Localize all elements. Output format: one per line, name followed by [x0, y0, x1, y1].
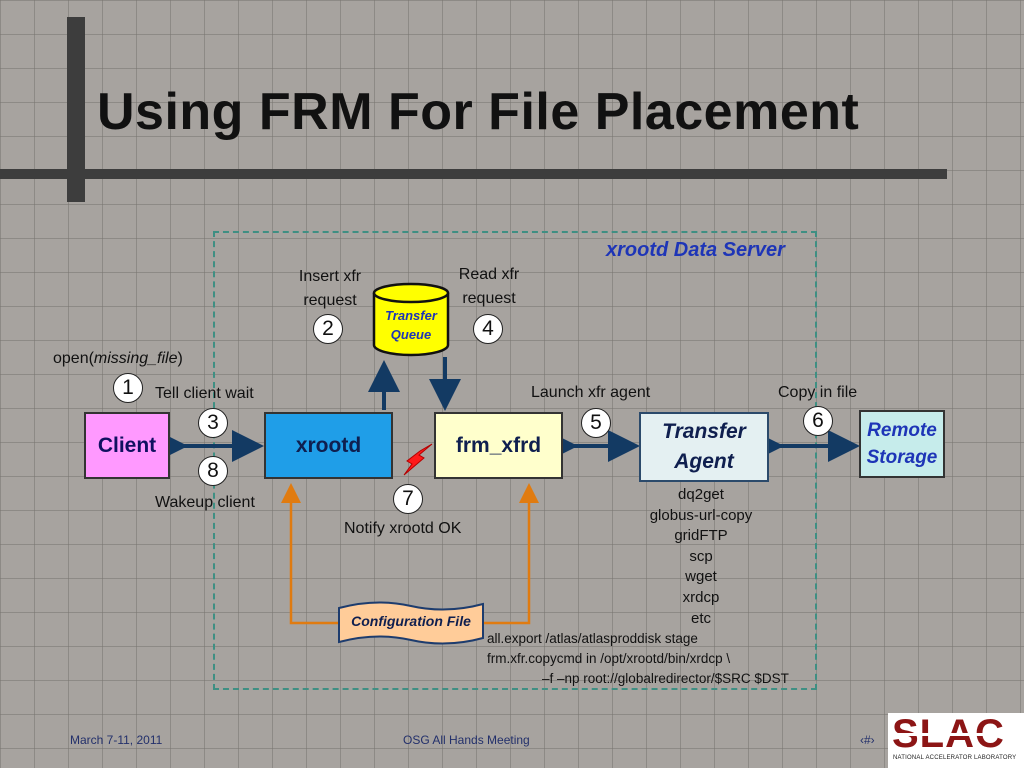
configuration-file-label: Configuration File	[351, 613, 471, 629]
data-server-label: xrootd Data Server	[606, 239, 785, 261]
configuration-file-shape	[338, 601, 484, 645]
tool-item: etc	[690, 609, 711, 627]
transfer-queue-label: Transfer Queue	[385, 308, 437, 342]
step-2-badge: 2	[313, 314, 343, 344]
frm-xfrd-node: frm_xfrd	[434, 412, 563, 479]
config-line: all.export /atlas/atlasproddisk stage	[487, 631, 698, 646]
tool-item: gridFTP	[674, 527, 728, 545]
slac-logo: SLAC NATIONAL ACCELERATOR LABORATORY	[888, 713, 1024, 768]
arrow-config-frm	[484, 483, 539, 625]
title-accent-bar	[67, 17, 85, 202]
slac-logo-stripe	[892, 733, 1020, 736]
slac-logo-subtext: NATIONAL ACCELERATOR LABORATORY	[893, 755, 1017, 761]
notify-ok-label: Notify xrootd OK	[344, 520, 462, 537]
open-call-label: open(missing_file)	[53, 350, 183, 367]
tool-item: scp	[689, 547, 713, 565]
step-5-badge: 5	[581, 408, 611, 438]
transfer-tools-list: dq2get globus-url-copy gridFTP scp wget …	[641, 485, 761, 629]
client-node: Client	[84, 412, 170, 479]
step-4-badge: 4	[473, 314, 503, 344]
config-line: –f –np root://globalredirector/$SRC $DST	[542, 671, 789, 686]
tell-client-wait-label: Tell client wait	[155, 385, 254, 402]
config-lines: all.export /atlas/atlasproddisk stage fr…	[487, 629, 789, 689]
lightning-icon	[403, 443, 433, 476]
step-8-badge: 8	[198, 456, 228, 486]
tool-item: dq2get	[678, 486, 724, 503]
tool-item: wget	[685, 568, 717, 586]
transfer-agent-node: Transfer Agent	[639, 412, 769, 482]
slide-title: Using FRM For File Placement	[97, 83, 860, 141]
footer-page-number: ‹#›	[860, 733, 875, 747]
copy-in-file-label: Copy in file	[778, 384, 858, 401]
footer-date: March 7-11, 2011	[70, 733, 163, 747]
config-line: frm.xfr.copycmd in /opt/xrootd/bin/xrdcp…	[487, 651, 731, 666]
arrow-config-xrootd	[281, 483, 338, 625]
title-underline-rule	[0, 169, 947, 179]
step-1-badge: 1	[113, 373, 143, 403]
wakeup-client-label: Wakeup client	[155, 494, 255, 511]
remote-storage-node: Remote Storage	[859, 410, 945, 478]
tool-item: globus-url-copy	[649, 506, 753, 524]
step-3-badge: 3	[198, 408, 228, 438]
step-7-badge: 7	[393, 484, 423, 514]
step-6-badge: 6	[803, 406, 833, 436]
launch-agent-label: Launch xfr agent	[531, 384, 651, 401]
xrootd-node: xrootd	[264, 412, 393, 479]
tool-item: xrdcp	[682, 588, 720, 606]
footer-event: OSG All Hands Meeting	[403, 733, 530, 747]
transfer-queue-cylinder	[372, 282, 450, 357]
